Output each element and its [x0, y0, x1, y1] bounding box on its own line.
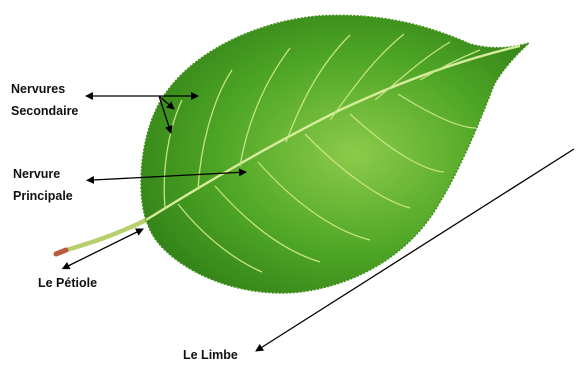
leaf-petiole-tip [56, 250, 66, 254]
label-petiole: Le Pétiole [38, 273, 97, 293]
label-secondary-veins-line2: Secondaire [11, 101, 78, 121]
label-blade: Le Limbe [183, 345, 238, 365]
label-main-vein-line2: Principale [13, 186, 73, 206]
label-main-vein-line1: Nervure [13, 164, 60, 184]
leaf-petiole [60, 219, 148, 252]
leaf-blade [141, 15, 529, 293]
label-secondary-veins-line1: Nervures [11, 79, 65, 99]
